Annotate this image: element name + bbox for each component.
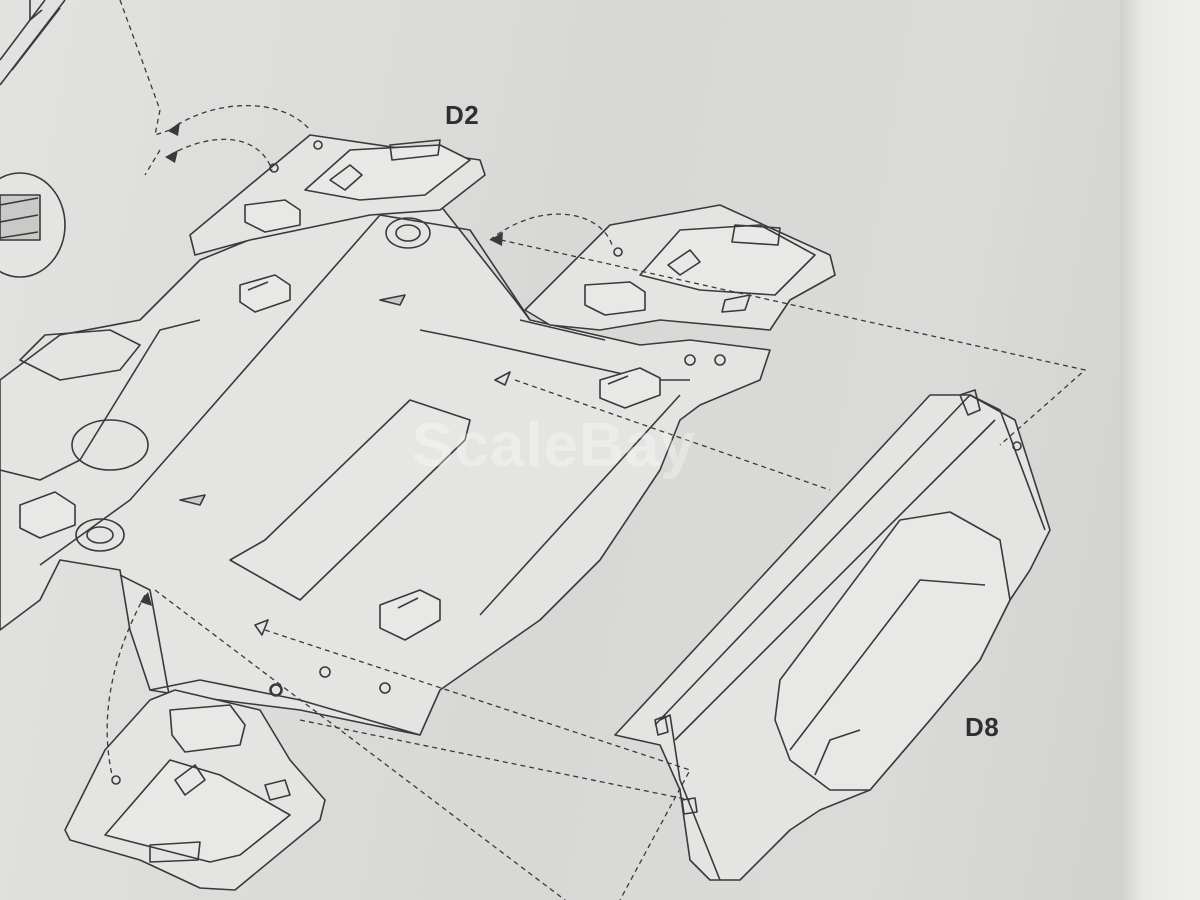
guide-arrowheads	[140, 122, 503, 606]
round-part	[0, 172, 66, 278]
mount-blocks	[19, 274, 661, 641]
bracket-lower-front	[64, 683, 326, 891]
upper-rail	[0, 0, 66, 86]
bracket-d2-middle	[524, 204, 836, 331]
bracket-d2-upper	[189, 134, 486, 256]
side-plate-d8	[614, 389, 1051, 881]
part-label-d2: D2	[445, 100, 480, 130]
part-label-d8: D8	[965, 712, 1000, 742]
assembly-guides	[106, 0, 1087, 900]
paper-edge	[1120, 0, 1200, 900]
